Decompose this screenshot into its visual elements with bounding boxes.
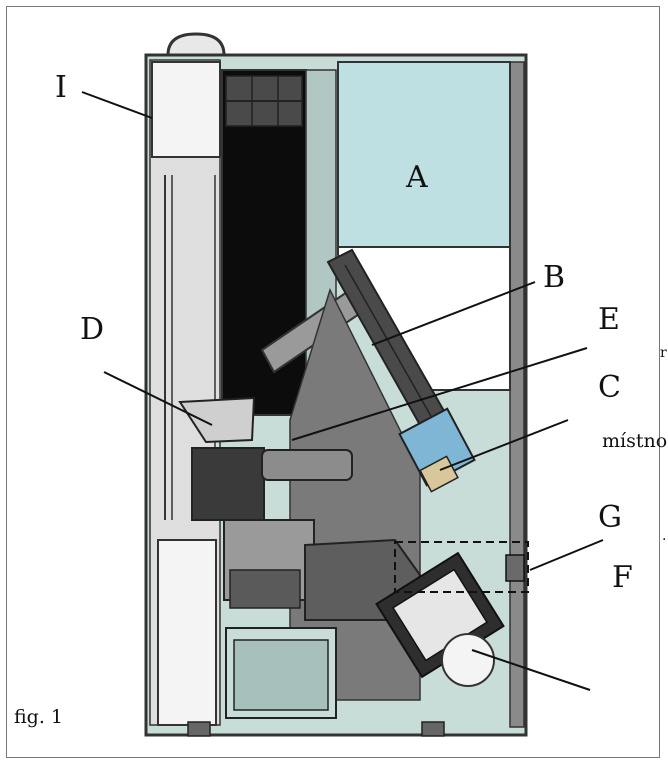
left-foot xyxy=(187,721,211,737)
fan-motor xyxy=(441,633,495,687)
leader-g xyxy=(471,649,591,691)
top-lid xyxy=(166,32,226,57)
leader-i xyxy=(81,91,153,119)
part-a-hopper xyxy=(337,61,511,248)
leader-f xyxy=(529,539,604,571)
part-f-connector xyxy=(505,554,525,582)
fragment-r: r xyxy=(660,345,667,361)
lower-left-panel xyxy=(157,539,217,726)
label-b: B xyxy=(543,260,566,295)
label-f: F xyxy=(612,560,633,595)
hopper-funnel xyxy=(337,246,511,391)
ash-drawer xyxy=(191,447,265,521)
label-a: A xyxy=(406,160,428,195)
part-i-box xyxy=(151,61,221,158)
right-foot xyxy=(421,721,445,737)
label-d: D xyxy=(80,312,105,347)
leader-c xyxy=(439,419,569,471)
leader-b xyxy=(371,281,536,346)
label-c: C xyxy=(598,370,621,405)
part-e-pipe xyxy=(261,449,353,481)
leader-e xyxy=(291,347,588,441)
part-d-burner-pot xyxy=(178,396,256,444)
label-e: E xyxy=(598,302,620,337)
label-i: I xyxy=(55,70,67,105)
fragment-mistno: místno xyxy=(602,430,668,452)
figure-caption: fig. 1 xyxy=(14,706,64,728)
fragment-dot: . xyxy=(662,528,667,544)
label-g: G xyxy=(598,500,622,535)
leader-d xyxy=(103,371,213,426)
right-side-panel xyxy=(509,61,525,728)
part-f-dashed-zone xyxy=(394,541,529,593)
